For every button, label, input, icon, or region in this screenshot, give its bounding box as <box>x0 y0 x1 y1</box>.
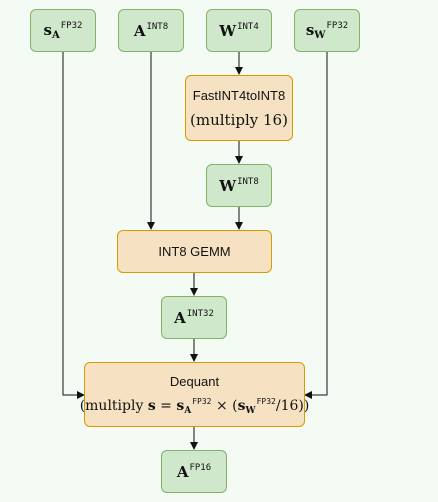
node-w-int8: WINT8 <box>206 164 272 207</box>
w-int4-symbol: WINT4 <box>219 21 259 40</box>
arrow-sa-to-dequant <box>62 52 85 399</box>
node-a-int8: AINT8 <box>118 9 184 52</box>
a-int32-symbol: AINT32 <box>174 308 214 327</box>
sa-fp32-symbol: sAFP32 <box>43 20 83 41</box>
node-dequant: Dequant (multiply s = sAFP32 × (sWFP32/1… <box>80 362 309 427</box>
w-int8-symbol: WINT8 <box>219 176 259 195</box>
a-int8-symbol: AINT8 <box>133 21 169 40</box>
node-sa-fp32: sAFP32 <box>30 9 96 52</box>
gemm-title: INT8 GEMM <box>158 244 231 259</box>
dequant-formula: (multiply s = sAFP32 × (sWFP32/16)) <box>79 396 310 416</box>
fast-convert-detail: (multiply 16) <box>190 110 288 129</box>
a-fp16-symbol: AFP16 <box>176 462 212 481</box>
node-a-int32: AINT32 <box>161 296 227 339</box>
arrow-sw-to-dequant <box>304 52 328 399</box>
node-a-fp16: AFP16 <box>161 450 227 493</box>
node-fast-int4-to-int8: FastINT4toINT8 (multiply 16) <box>185 75 293 141</box>
dequant-title: Dequant <box>169 373 220 389</box>
node-sw-fp32: sWFP32 <box>294 9 360 52</box>
fast-convert-title: FastINT4toINT8 <box>192 87 286 103</box>
node-w-int4: WINT4 <box>206 9 272 52</box>
sw-fp32-symbol: sWFP32 <box>305 20 349 41</box>
node-int8-gemm: INT8 GEMM <box>117 230 272 273</box>
